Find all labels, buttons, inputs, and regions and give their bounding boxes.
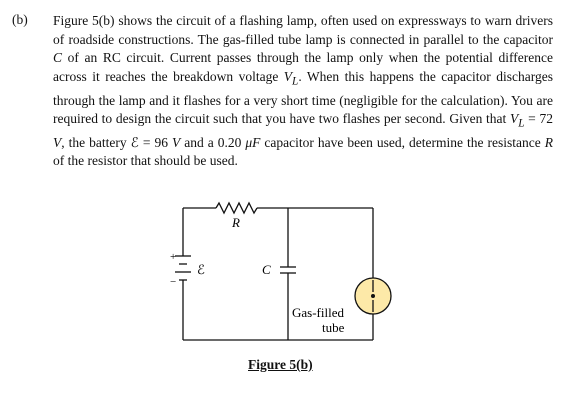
capacitor-label: C: [262, 262, 271, 277]
battery-minus-sign: −: [170, 276, 176, 288]
question-text: Figure 5(b) shows the circuit of a flash…: [53, 12, 553, 171]
subscript-L: L: [518, 117, 525, 130]
text-segment: of the resistor that should be used.: [53, 153, 238, 169]
text-segment: . When this happens the capacitor discha…: [53, 69, 553, 127]
question-label: (b): [12, 12, 28, 27]
symbol-emf: ℰ: [130, 134, 139, 150]
text-segment: = 96: [138, 134, 172, 150]
lamp-label: Gas-filled: [292, 305, 344, 320]
lamp-label-line2: tube: [322, 320, 345, 335]
subscript-L: L: [292, 75, 299, 88]
lamp-contact-dot: [371, 294, 375, 298]
text-segment: = 72: [524, 111, 553, 127]
unit-volt: V: [171, 134, 181, 150]
text-segment: , the battery: [61, 134, 131, 150]
battery-label: ℰ: [197, 262, 205, 277]
symbol-R: R: [544, 134, 553, 150]
symbol-VL: V: [283, 69, 293, 85]
text-segment: capacitor have been used, determine the …: [260, 134, 545, 150]
symbol-VL: V: [509, 111, 519, 127]
symbol-C: C: [53, 50, 63, 66]
battery-plus-sign: +: [170, 251, 176, 263]
resistor-label: R: [231, 215, 240, 230]
unit-microfarad: μF: [245, 134, 261, 150]
figure-caption: Figure 5(b): [248, 357, 313, 372]
text-segment: and a 0.20: [180, 134, 246, 150]
text-segment: of an RC circuit. Current passes through…: [53, 50, 553, 85]
resistor-symbol: [215, 201, 258, 215]
unit-volt: V: [53, 134, 62, 150]
text-segment: Figure 5(b) shows the circuit of a flash…: [53, 13, 553, 47]
